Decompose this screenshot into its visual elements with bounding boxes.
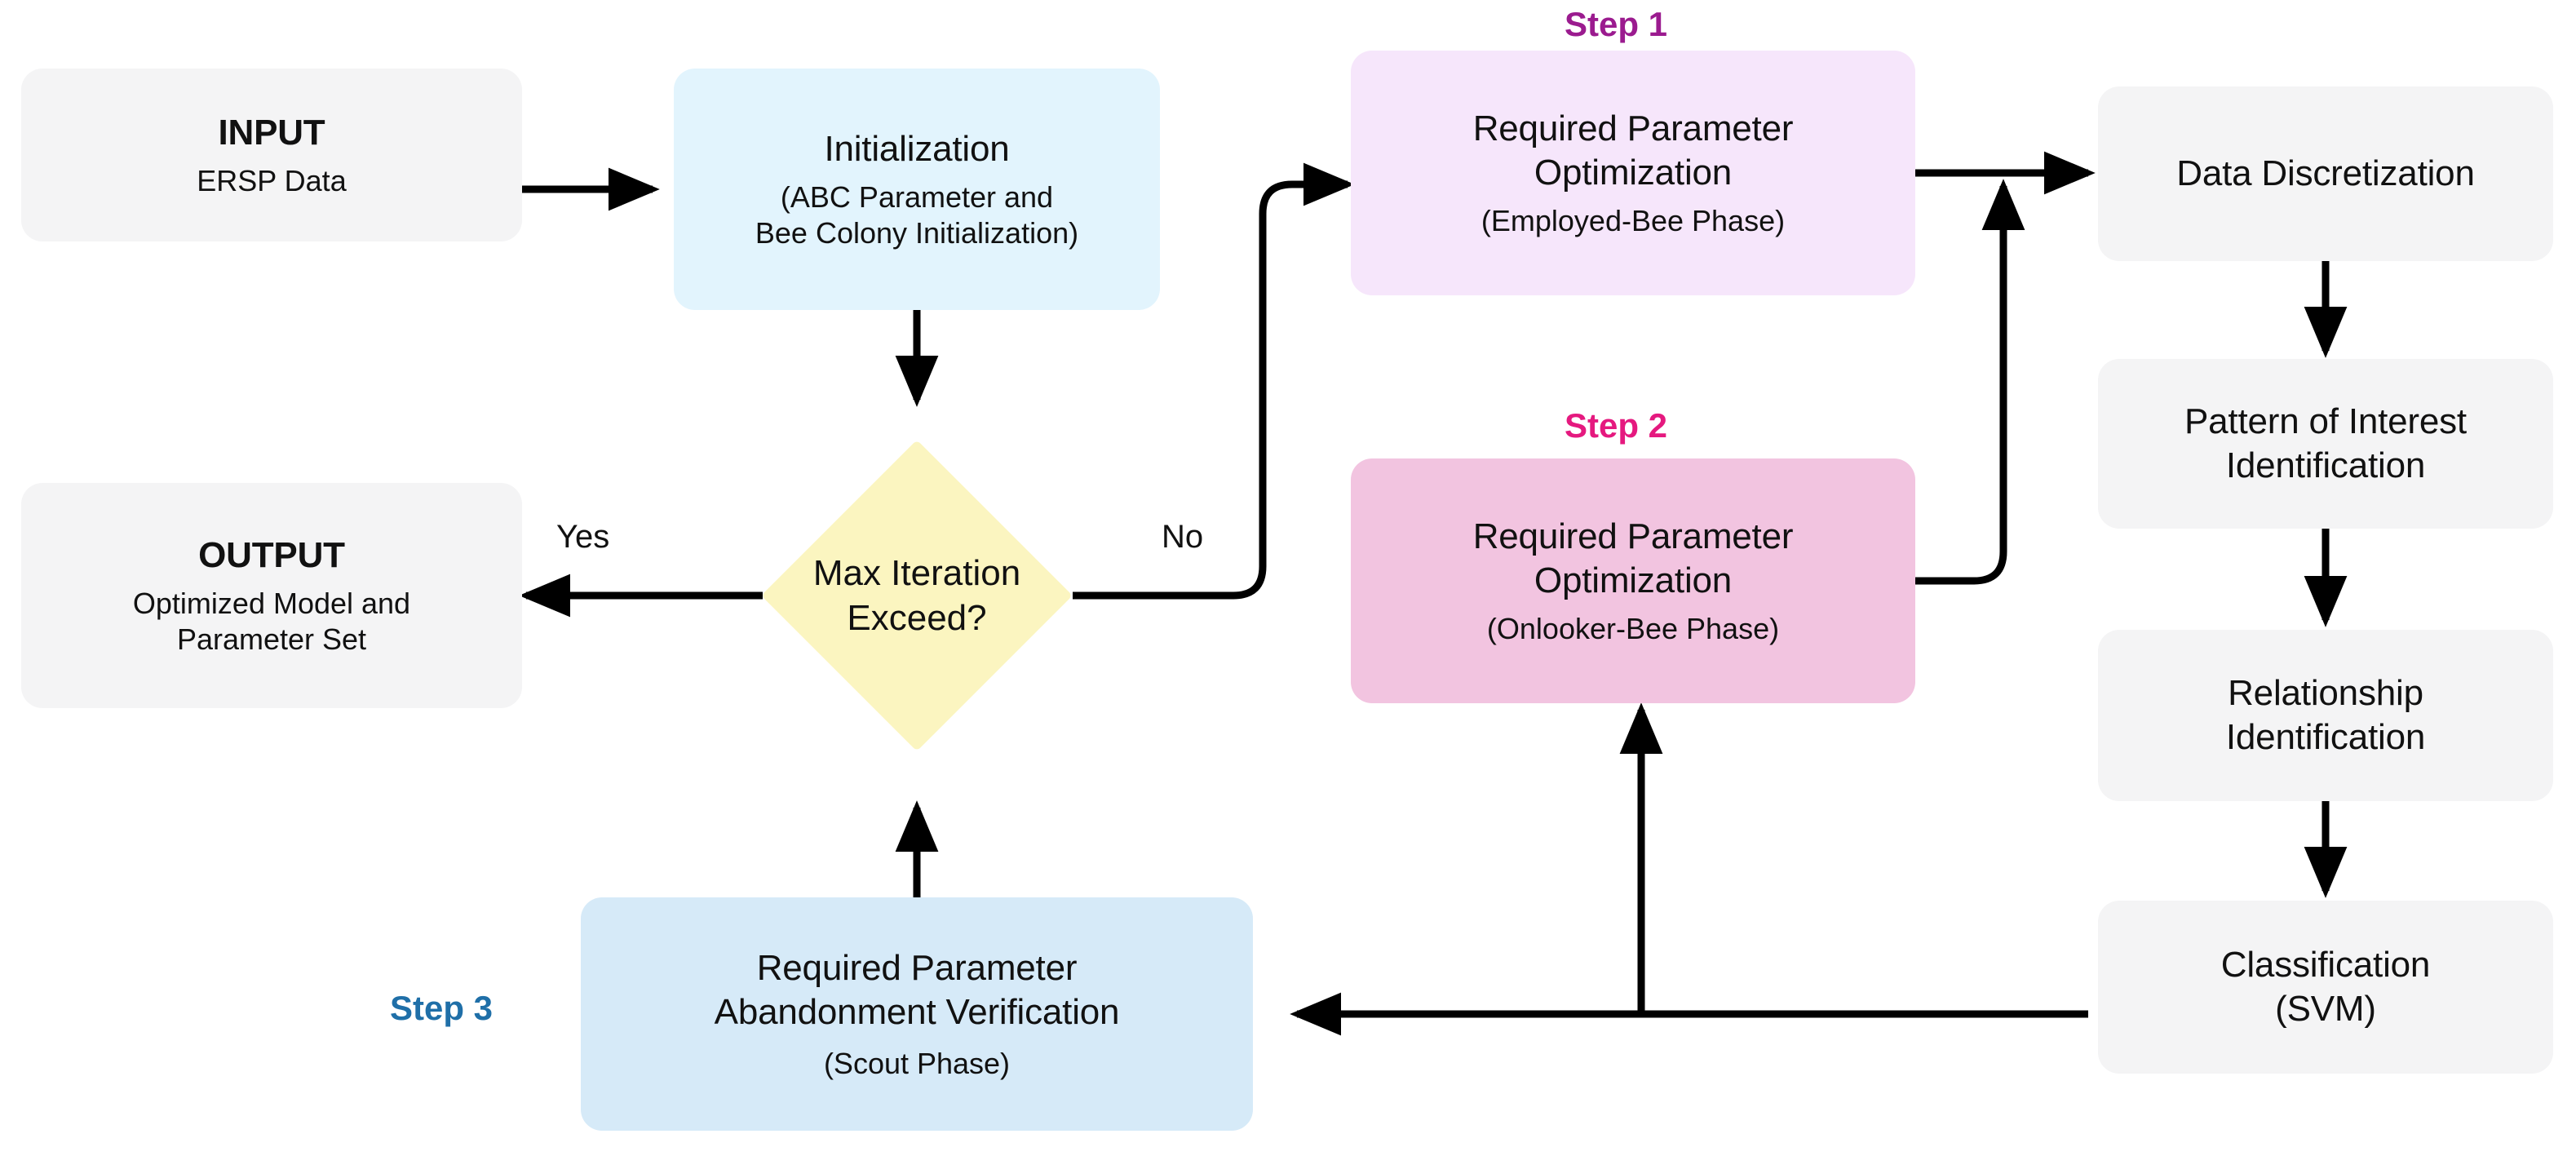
node-step1-subtitle: (Employed-Bee Phase) <box>1481 203 1786 237</box>
node-relationship-identification[interactable]: Relationship Identification <box>2098 630 2553 801</box>
node-data-discretization-title: Data Discretization <box>2176 153 2475 194</box>
edge-label-no: No <box>1162 519 1204 555</box>
node-step1-title: Required Parameter Optimization <box>1472 109 1794 193</box>
node-relationship-identification-title: Relationship Identification <box>2225 673 2426 757</box>
node-input-subtitle: ERSP Data <box>197 163 347 197</box>
node-pattern-of-interest-title: Pattern of Interest Identification <box>2184 401 2467 485</box>
step-label-1: Step 1 <box>1565 5 1668 43</box>
step-label-3: Step 3 <box>390 989 494 1027</box>
step-label-2: Step 2 <box>1565 406 1668 445</box>
node-step1-box[interactable]: Required Parameter Optimization (Employe… <box>1351 51 1915 295</box>
node-input-title: INPUT <box>218 113 325 153</box>
node-decision-title: Max Iteration Exceed? <box>812 553 1021 638</box>
node-step2-title: Required Parameter Optimization <box>1472 516 1794 601</box>
node-pattern-of-interest[interactable]: Pattern of Interest Identification <box>2098 359 2553 529</box>
edge-label-yes: Yes <box>556 519 610 555</box>
node-output-subtitle: Optimized Model and Parameter Set <box>132 586 411 656</box>
node-data-discretization[interactable]: Data Discretization <box>2098 86 2553 261</box>
node-initialization-title: Initialization <box>824 129 1010 170</box>
node-step2-box[interactable]: Required Parameter Optimization (Onlooke… <box>1351 458 1915 703</box>
node-classification-title: Classification (SVM) <box>2220 945 2431 1029</box>
edge-step2-to-data-discretization <box>1915 179 2025 585</box>
node-initialization-subtitle: (ABC Parameter and Bee Colony Initializa… <box>755 179 1079 250</box>
node-classification[interactable]: Classification (SVM) <box>2098 901 2553 1074</box>
node-step3-box[interactable]: Required Parameter Abandonment Verificat… <box>581 897 1253 1131</box>
node-step3-subtitle: (Scout Phase) <box>823 1046 1011 1080</box>
node-initialization[interactable]: Initialization (ABC Parameter and Bee Co… <box>674 69 1160 310</box>
node-output-title: OUTPUT <box>198 535 345 576</box>
node-output[interactable]: OUTPUT Optimized Model and Parameter Set <box>21 483 522 708</box>
node-input[interactable]: INPUT ERSP Data <box>21 69 522 241</box>
node-decision[interactable]: Max Iteration Exceed? <box>761 440 1073 751</box>
node-step3-title: Required Parameter Abandonment Verificat… <box>714 948 1120 1033</box>
node-step2-subtitle: (Onlooker-Bee Phase) <box>1486 611 1780 645</box>
